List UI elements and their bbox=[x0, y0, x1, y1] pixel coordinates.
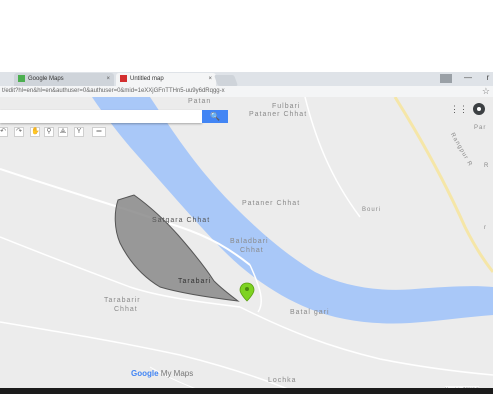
minimize-button[interactable]: — bbox=[464, 73, 472, 82]
place-label: R bbox=[484, 163, 490, 169]
map-canvas[interactable]: 🔍 ↶ ↷ ✋ ⚲ ⟁ Y ═ ⋮⋮ Patan Fulbari Pataner… bbox=[0, 97, 493, 394]
maximize-button[interactable]: r bbox=[486, 73, 490, 82]
map-toolbar: ↶ ↷ ✋ ⚲ ⟁ Y ═ bbox=[0, 127, 110, 137]
place-label: Pataner Chhat bbox=[249, 111, 308, 118]
close-icon[interactable]: × bbox=[106, 76, 110, 82]
place-label: Bouri bbox=[362, 207, 382, 213]
google-my-maps-logo: Google My Maps bbox=[131, 369, 193, 378]
place-label: Batal gari bbox=[290, 309, 330, 316]
place-label: Par bbox=[474, 125, 487, 131]
tab-google-maps[interactable]: Google Maps × bbox=[14, 73, 114, 86]
google-maps-favicon-icon bbox=[18, 74, 25, 82]
road bbox=[304, 97, 361, 218]
road bbox=[249, 264, 262, 313]
route-icon[interactable]: Y bbox=[74, 127, 84, 137]
hand-icon[interactable]: ✋ bbox=[30, 127, 40, 137]
my-maps-favicon-icon bbox=[120, 74, 127, 82]
apps-grid-icon[interactable]: ⋮⋮ bbox=[450, 104, 468, 114]
search-icon: 🔍 bbox=[210, 112, 220, 121]
place-label: Chhat bbox=[114, 306, 138, 313]
place-label: Pataner Chhat bbox=[242, 200, 301, 207]
tab-title: Untitled map bbox=[130, 76, 164, 82]
ruler-icon[interactable]: ═ bbox=[92, 127, 106, 137]
tab-untitled-map[interactable]: Untitled map × bbox=[116, 73, 216, 86]
highway bbox=[393, 97, 493, 273]
url-text: t/edit?hl=en&hl=en&authuser=0&authuser=0… bbox=[2, 88, 225, 94]
taskbar bbox=[0, 388, 493, 394]
browser-tab-bar: Google Maps × Untitled map × bbox=[0, 72, 493, 86]
place-label: Chhat bbox=[240, 247, 264, 254]
place-label: Tarabarir bbox=[104, 297, 141, 304]
place-label: Patan bbox=[188, 98, 212, 105]
place-label: Baladbari bbox=[230, 238, 269, 245]
close-icon[interactable]: × bbox=[208, 76, 212, 82]
river-spur bbox=[206, 217, 280, 263]
polygon-icon[interactable]: ⟁ bbox=[58, 127, 68, 137]
place-label: Tarabari bbox=[178, 278, 212, 285]
search-button[interactable]: 🔍 bbox=[202, 110, 228, 123]
marker-icon[interactable]: ⚲ bbox=[44, 127, 54, 137]
place-label: r bbox=[484, 225, 487, 231]
top-blank-area bbox=[0, 0, 493, 72]
map-drawing bbox=[0, 97, 493, 394]
tab-title: Google Maps bbox=[28, 76, 64, 82]
place-label: Lochka bbox=[268, 377, 297, 384]
place-label: Satgara Chhat bbox=[152, 217, 211, 224]
redo-icon[interactable]: ↷ bbox=[14, 127, 24, 137]
new-tab-button[interactable] bbox=[213, 75, 239, 86]
my-maps-text: My Maps bbox=[160, 369, 194, 378]
undo-icon[interactable]: ↶ bbox=[0, 127, 8, 137]
road bbox=[0, 236, 241, 308]
map-search-input[interactable] bbox=[0, 110, 202, 123]
star-icon[interactable]: ☆ bbox=[481, 86, 490, 96]
map-marker-icon[interactable] bbox=[239, 282, 255, 302]
road bbox=[239, 306, 493, 376]
google-logo: Google bbox=[131, 369, 159, 378]
road bbox=[0, 321, 301, 394]
profile-icon[interactable] bbox=[440, 74, 452, 83]
account-avatar[interactable] bbox=[473, 103, 485, 115]
place-label: Fulbari bbox=[272, 103, 301, 110]
drawn-polygon[interactable] bbox=[114, 194, 240, 302]
